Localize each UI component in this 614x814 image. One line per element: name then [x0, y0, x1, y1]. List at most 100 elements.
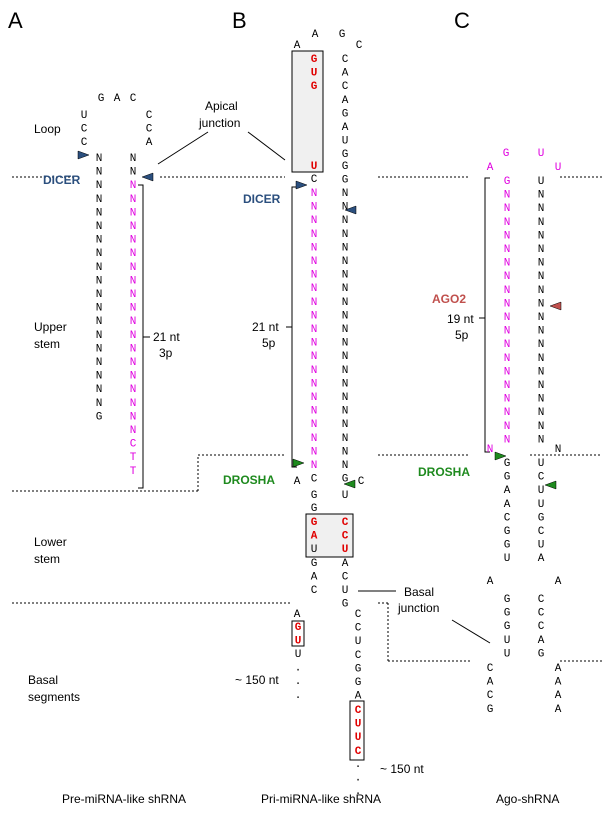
passenger-nucleotide: N [538, 394, 545, 406]
passenger-nucleotide: N [538, 353, 545, 365]
bulge-nucleotide: C [358, 476, 365, 488]
guide-nucleotide: N [504, 366, 511, 378]
guide-nucleotide: N [504, 421, 511, 433]
length-c-nt: 19 nt [447, 312, 474, 326]
passenger-nucleotide: N [96, 275, 103, 287]
mutated-nucleotide: U [342, 544, 349, 556]
bracket-b [291, 186, 297, 468]
guide-nucleotide: N [311, 460, 318, 472]
length-a-arm: 3p [159, 346, 173, 360]
stem-nucleotide: C [342, 571, 349, 583]
guide-nucleotide: N [130, 425, 137, 437]
drosha-cut-arrow-c-5p [494, 451, 507, 461]
panel-label-a: A [8, 8, 23, 33]
stem-nucleotide: G [538, 512, 545, 524]
guide-nucleotide: N [311, 297, 318, 309]
mutated-nucleotide: U [311, 161, 318, 173]
loop-nucleotide: A [487, 162, 494, 174]
caption-a: Pre-miRNA-like shRNA [62, 792, 186, 806]
guide-nucleotide: N [311, 419, 318, 431]
passenger-nucleotide: N [342, 460, 349, 472]
passenger-nucleotide: N [538, 190, 545, 202]
drosha-label-b: DROSHA [223, 473, 275, 487]
passenger-nucleotide: N [342, 392, 349, 404]
passenger-nucleotide: N [96, 153, 103, 165]
guide-nucleotide: N [311, 188, 318, 200]
apical-mutation-box [291, 50, 324, 173]
region-basal-2: segments [28, 690, 80, 704]
basal-nucleotide: U [355, 636, 362, 648]
guide-nucleotide: N [504, 271, 511, 283]
loop-nucleotide: G [342, 108, 349, 120]
guide-nucleotide: N [130, 207, 137, 219]
guide-nucleotide: N [130, 384, 137, 396]
guide-nucleotide: N [504, 326, 511, 338]
passenger-nucleotide: N [342, 419, 349, 431]
guide-nucleotide: N [504, 380, 511, 392]
lower-stem-mutation-box [305, 513, 354, 558]
passenger-nucleotide: N [96, 235, 103, 247]
basal-nucleotide: G [355, 663, 362, 675]
basal-nucleotide: . [355, 773, 362, 785]
region-upper-stem-1: Upper [34, 320, 67, 334]
loop-nucleotide: A [342, 68, 349, 80]
guide-nucleotide: N [504, 353, 511, 365]
passenger-nucleotide: N [538, 312, 545, 324]
guide-nucleotide: N [504, 258, 511, 270]
guide-nucleotide: N [311, 324, 318, 336]
passenger-nucleotide: N [538, 380, 545, 392]
passenger-nucleotide: N [342, 324, 349, 336]
passenger-nucleotide: N [342, 351, 349, 363]
passenger-nucleotide: N [342, 310, 349, 322]
stem-nucleotide: C [538, 472, 545, 484]
stem-nucleotide: A [311, 571, 318, 583]
passenger-nucleotide: N [342, 446, 349, 458]
stem-nucleotide: U [538, 458, 545, 470]
basal-nucleotide: C [538, 621, 545, 633]
loop-nucleotide: C [81, 124, 88, 136]
stem-nucleotide: A [504, 485, 511, 497]
bracket-a [138, 184, 144, 489]
stem-nucleotide: A [538, 553, 545, 565]
loop-nucleotide: A [342, 122, 349, 134]
apical-pointer-a [157, 131, 209, 165]
guide-nucleotide: N [311, 270, 318, 282]
passenger-nucleotide: N [96, 303, 103, 315]
guide-nucleotide: N [130, 316, 137, 328]
passenger-nucleotide: N [342, 242, 349, 254]
passenger-nucleotide: N [538, 285, 545, 297]
stem-nucleotide: U [342, 585, 349, 597]
stem-nucleotide: U [342, 490, 349, 502]
length-b-basal-5p: ~ 150 nt [235, 673, 279, 687]
passenger-nucleotide: N [342, 229, 349, 241]
ago2-label: AGO2 [432, 292, 466, 306]
stem-nucleotide: A [342, 558, 349, 570]
passenger-nucleotide: N [538, 230, 545, 242]
guide-nucleotide: N [504, 394, 511, 406]
length-b-basal-3p: ~ 150 nt [380, 762, 424, 776]
basal-nucleotide: G [504, 621, 511, 633]
stem-nucleotide: G [342, 599, 349, 611]
loop-nucleotide: A [114, 93, 121, 105]
basal-nucleotide: G [504, 608, 511, 620]
mutated-nucleotide: U [295, 636, 302, 648]
loop-nucleotide: G [503, 148, 510, 160]
apical-junction-label-2: junction [198, 116, 240, 130]
guide-nucleotide: N [130, 289, 137, 301]
loop-nucleotide: U [538, 148, 545, 160]
basal-nucleotide: . [295, 690, 302, 702]
passenger-nucleotide: G [96, 411, 103, 423]
stem-nucleotide: G [504, 458, 511, 470]
guide-nucleotide: N [130, 330, 137, 342]
guide-nucleotide: N [311, 256, 318, 268]
basal-nucleotide: G [487, 704, 494, 716]
guide-nucleotide: N [130, 235, 137, 247]
passenger-nucleotide: N [96, 371, 103, 383]
passenger-nucleotide: N [538, 244, 545, 256]
guide-nucleotide: N [130, 343, 137, 355]
basal-nucleotide: C [487, 663, 494, 675]
passenger-nucleotide: N [96, 343, 103, 355]
passenger-nucleotide: N [342, 406, 349, 418]
loop-nucleotide: G [339, 29, 346, 41]
passenger-nucleotide: N [342, 378, 349, 390]
